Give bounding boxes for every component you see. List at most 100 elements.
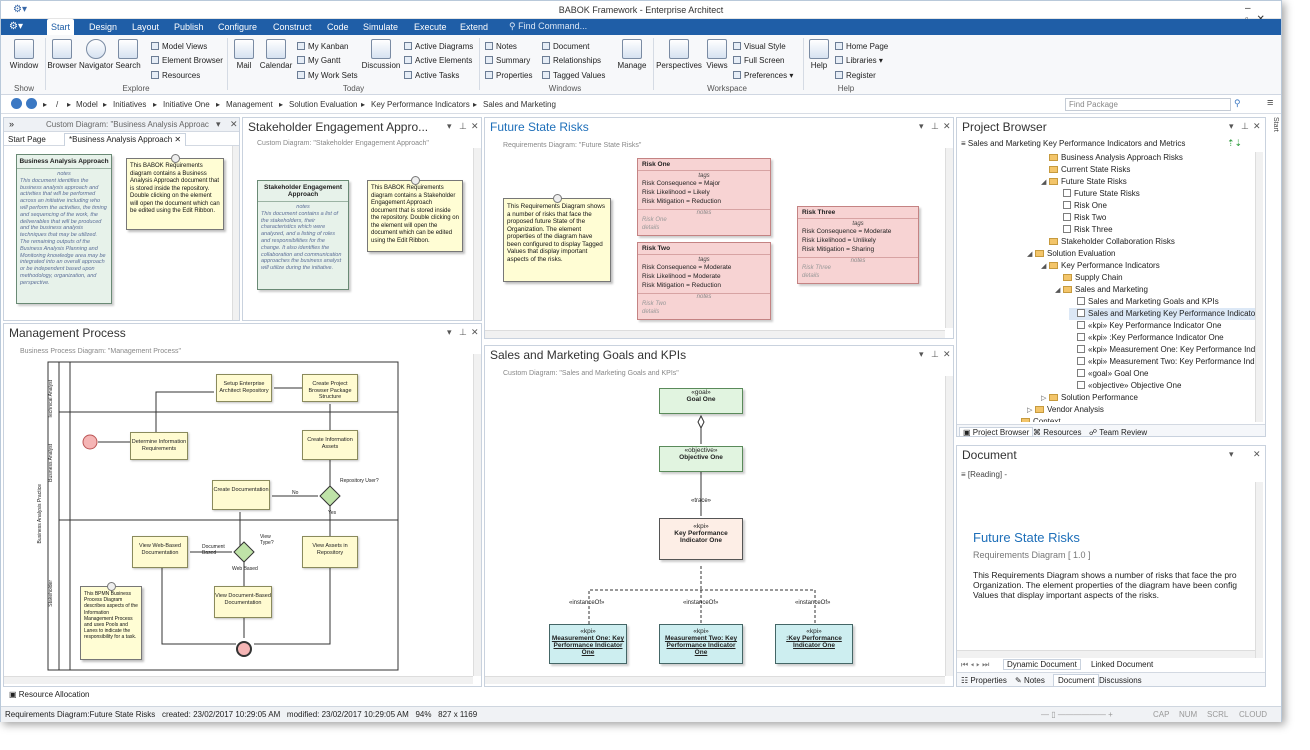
vertical-scrollbar[interactable] (1255, 152, 1263, 422)
resource-allocation-tab[interactable]: ▣ Resource Allocation (9, 690, 90, 699)
tree-item[interactable]: Sales and Marketing Goals and KPIs (1069, 296, 1219, 308)
move-arrows-icon[interactable]: ⇡⇣ (1227, 138, 1243, 148)
register-button[interactable]: Register (835, 69, 876, 82)
close-icon[interactable]: ✕ (943, 121, 951, 131)
calendar-button[interactable]: Calendar (259, 39, 293, 70)
tree-item[interactable]: ▷Vendor Analysis (1027, 404, 1104, 416)
pin-icon[interactable]: ⊥ (459, 121, 467, 131)
dropdown-icon[interactable]: ▾ (1229, 449, 1234, 459)
breadcrumb-home-icon[interactable]: ▸ (43, 100, 48, 109)
breadcrumb-root[interactable]: / (56, 100, 59, 109)
task-create-information-assets[interactable]: Create Information Assets (302, 430, 358, 460)
objective-one-box[interactable]: «objective»Objective One (659, 446, 743, 472)
tree-item[interactable]: ◢Sales and Marketing (1055, 284, 1148, 296)
breadcrumb-model[interactable]: Model (76, 100, 98, 109)
tree-item[interactable]: Current State Risks (1041, 164, 1130, 176)
find-package-input[interactable]: Find Package (1065, 98, 1231, 111)
vertical-scrollbar[interactable] (473, 148, 481, 320)
tab-construct[interactable]: Construct (273, 22, 312, 32)
panel1-note[interactable]: This BABOK Requirements diagram contains… (126, 154, 224, 230)
horizontal-scrollbar[interactable] (485, 676, 945, 684)
tree-item[interactable]: «objective» Objective One (1069, 380, 1181, 392)
tree-item[interactable]: Context (1013, 416, 1061, 422)
search-button[interactable]: Search (114, 39, 142, 70)
tree-item[interactable]: Risk Three (1055, 224, 1113, 236)
vertical-scrollbar[interactable] (1255, 482, 1263, 658)
task-view-assets[interactable]: View Assets in Repository (302, 536, 358, 568)
vertical-scrollbar[interactable] (232, 146, 239, 320)
panel3-note[interactable]: This Requirements Diagram shows a number… (503, 194, 611, 282)
tree-item[interactable]: Business Analysis Approach Risks (1041, 152, 1183, 164)
views-button[interactable]: Views (704, 39, 730, 70)
pin-icon[interactable]: ⊥ (931, 121, 939, 131)
navigator-button[interactable]: Navigator (79, 39, 113, 70)
element-browser-button[interactable]: Element Browser (151, 54, 223, 67)
tab-start-page[interactable]: Start Page (8, 135, 46, 144)
help-button[interactable]: Help (807, 39, 831, 70)
breadcrumb-sales-marketing[interactable]: Sales and Marketing (483, 100, 556, 109)
expand-toggle-icon[interactable]: ◢ (1055, 287, 1061, 294)
close-icon[interactable]: ✕ (471, 121, 479, 131)
tab-configure[interactable]: Configure (218, 22, 258, 32)
vertical-scrollbar[interactable] (945, 148, 953, 328)
horizontal-scrollbar[interactable] (485, 330, 945, 338)
app-menu-icon[interactable]: ⚙▾ (13, 4, 27, 15)
kpi-instance-box[interactable]: «kpi»:Key Performance Indicator One (775, 624, 853, 664)
tab-execute[interactable]: Execute (414, 22, 447, 32)
breadcrumb-management[interactable]: Management (226, 100, 273, 109)
vertical-scrollbar[interactable] (473, 354, 481, 676)
menu-icon[interactable]: ≡ (1267, 97, 1274, 109)
close-icon[interactable]: ✕ (471, 327, 479, 337)
horizontal-scrollbar[interactable] (4, 676, 473, 684)
tab-design[interactable]: Design (89, 22, 118, 32)
tab-notes[interactable]: ✎ Notes (1015, 676, 1045, 685)
properties-button[interactable]: Properties (485, 69, 532, 82)
libraries-button[interactable]: Libraries ▾ (835, 54, 883, 67)
task-view-web-documentation[interactable]: View Web-Based Documentation (132, 536, 188, 568)
task-setup-repository[interactable]: Setup Enterprise Architect Repository (216, 374, 272, 402)
tab-extend[interactable]: Extend (460, 22, 489, 32)
dropdown-icon[interactable]: ▾ (919, 349, 924, 359)
document-button[interactable]: Document (542, 40, 589, 53)
quick-access-icon[interactable]: ⚙▾ (9, 21, 23, 32)
breadcrumb-solution-evaluation[interactable]: Solution Evaluation (289, 100, 358, 109)
expand-toggle-icon[interactable]: ◢ (1041, 263, 1047, 270)
back-icon[interactable] (11, 98, 22, 109)
dropdown-icon[interactable]: ▾ (447, 327, 452, 337)
breadcrumb-initiative-one[interactable]: Initiative One (163, 100, 210, 109)
summary-button[interactable]: Summary (485, 54, 530, 67)
full-screen-button[interactable]: Full Screen (733, 54, 784, 67)
tagged-values-button[interactable]: Tagged Values (542, 69, 605, 82)
resources-button[interactable]: Resources (151, 69, 200, 82)
tab-layout[interactable]: Layout (132, 22, 160, 32)
visual-style-button[interactable]: Visual Style (733, 40, 786, 53)
pin-icon[interactable]: ⊥ (931, 349, 939, 359)
tree-item[interactable]: Future State Risks (1055, 188, 1140, 200)
pin-icon[interactable]: ⊥ (459, 327, 467, 337)
close-icon[interactable]: ✕ (1253, 449, 1261, 459)
task-determine-requirements[interactable]: Determine Information Requirements (130, 432, 188, 460)
panel-menu-icon[interactable]: » (9, 119, 15, 129)
tree-item[interactable]: ◢Key Performance Indicators (1041, 260, 1160, 272)
side-toolbar[interactable]: Start (1272, 117, 1279, 132)
tree-item[interactable]: ◢Future State Risks (1041, 176, 1127, 188)
pin-icon[interactable]: ⊥ (1241, 121, 1249, 131)
tree-item[interactable]: «kpi» Measurement One: Key Performance I… (1069, 344, 1257, 356)
tab-start[interactable]: Start (47, 19, 75, 35)
tab-discussions[interactable]: Discussions (1099, 676, 1142, 685)
panel4-note[interactable]: This BPMN Business Process Diagram descr… (80, 582, 142, 660)
expand-toggle-icon[interactable]: ◢ (1041, 179, 1047, 186)
tab-linked-document[interactable]: Linked Document (1091, 660, 1154, 669)
dropdown-icon[interactable]: ▾ (1229, 121, 1234, 131)
measurement-one-box[interactable]: «kpi»Measurement One: Key Performance In… (549, 624, 627, 664)
close-icon[interactable]: ✕ (1253, 121, 1261, 131)
zoom-slider[interactable]: — ▯ —————— + (1041, 710, 1113, 719)
task-create-documentation[interactable]: Create Documentation (212, 480, 270, 510)
mail-button[interactable]: Mail (231, 39, 257, 70)
tree-item[interactable]: «kpi» Measurement Two: Key Performance I… (1069, 356, 1257, 368)
tree-item[interactable]: Risk One (1055, 200, 1107, 212)
tab-resources[interactable]: ⌘ Resources (1033, 428, 1082, 437)
